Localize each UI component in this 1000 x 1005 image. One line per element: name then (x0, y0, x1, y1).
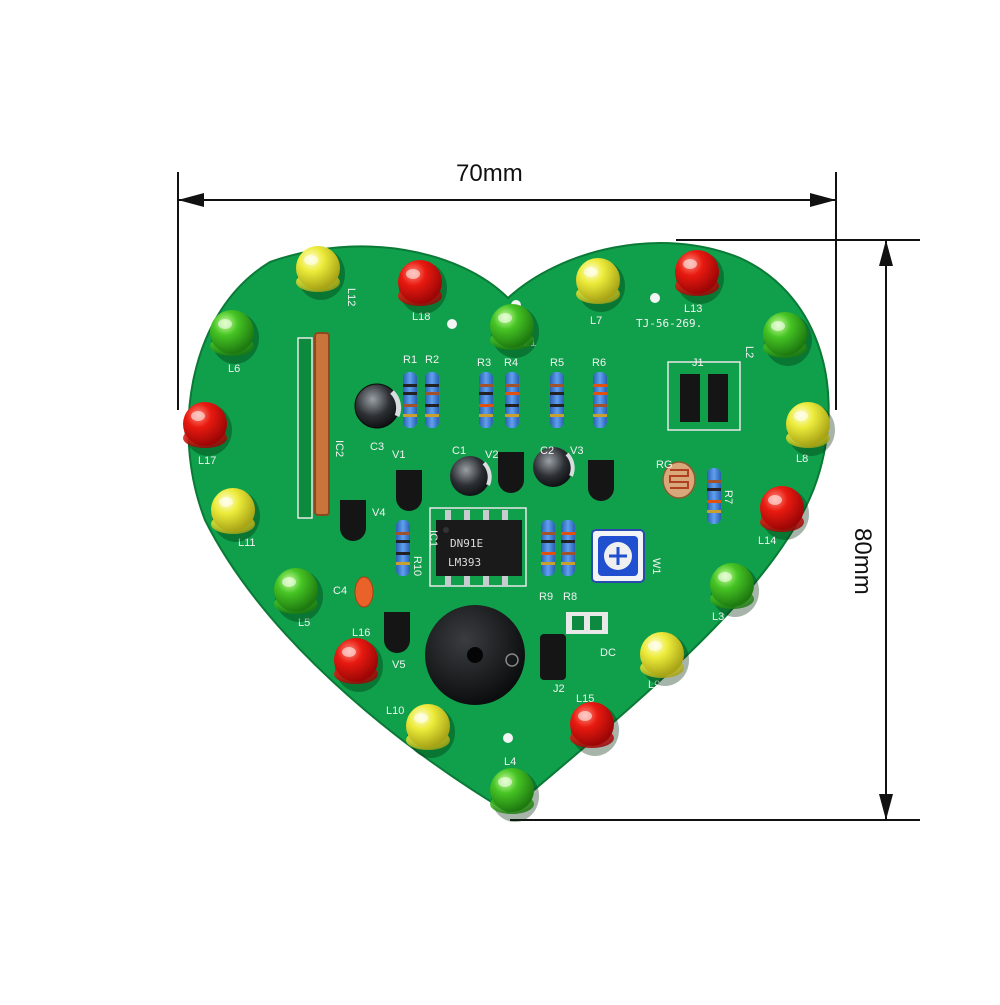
led-label: L7 (590, 315, 602, 327)
led-label: L15 (576, 693, 594, 705)
led-l9 (640, 632, 689, 686)
transistor-group (340, 452, 614, 680)
ic2-label: IC2 (333, 440, 345, 457)
led-l5 (274, 568, 323, 622)
led-l13 (675, 250, 724, 304)
led-l12 (296, 246, 345, 300)
label-v3: V3 (570, 445, 583, 457)
led-l11 (211, 488, 260, 542)
label-r1: R1 (403, 354, 417, 366)
led-label: L17 (198, 455, 216, 467)
label-v2: V2 (485, 449, 498, 461)
buzzer (425, 605, 525, 705)
dimension-lines (177, 172, 920, 821)
label-v4: V4 (372, 507, 385, 519)
label-r4: R4 (504, 357, 518, 369)
board-code: TJ-56-269. (636, 317, 702, 330)
led-label: L9 (648, 679, 660, 691)
led-label: L12 (345, 288, 357, 306)
label-r5: R5 (550, 357, 564, 369)
led-l16 (334, 638, 383, 692)
label-j1: J1 (692, 357, 704, 369)
dc-label: DC (600, 647, 616, 659)
label-r7: R7 (722, 490, 734, 504)
led-label: L18 (412, 311, 430, 323)
dimension-arrowheads (178, 193, 893, 820)
led-l1 (490, 304, 539, 358)
led-l14 (760, 486, 809, 540)
label-rg: RG (656, 459, 673, 471)
led-label: L6 (228, 363, 240, 375)
label-v1: V1 (392, 449, 405, 461)
led-label: L4 (504, 756, 516, 768)
led-label: L10 (386, 705, 404, 717)
label-r10: R10 (411, 556, 423, 576)
label-j2: J2 (553, 683, 565, 695)
j1-header (667, 361, 741, 431)
led-label: L14 (758, 535, 776, 547)
led-l7 (576, 258, 625, 312)
label-c2: C2 (540, 445, 554, 457)
label-r8: R8 (563, 591, 577, 603)
led-label: L13 (684, 303, 702, 315)
capacitor-group (354, 383, 575, 608)
led-l15 (570, 702, 619, 756)
resistor-group (396, 372, 721, 576)
width-dimension-label: 70mm (456, 160, 523, 187)
label-r3: R3 (477, 357, 491, 369)
label-r9: R9 (539, 591, 553, 603)
led-l8 (786, 402, 835, 456)
led-label: L16 (352, 627, 370, 639)
led-l6 (210, 310, 259, 364)
photoresistor-rg (662, 461, 696, 499)
label-c3: C3 (370, 441, 384, 453)
chip-model: LM393 (448, 556, 481, 569)
component-labels: R1 R2 R3 R4 R5 R6 R7 R8 R9 R10 V1 V2 V3 … (333, 354, 734, 695)
led-l10 (406, 704, 455, 758)
led-l17 (183, 402, 232, 456)
led-l2 (763, 312, 812, 366)
led-group: L12L18L1L7L13L6L2L17L8L11L14L5L3L16L9L10… (183, 246, 835, 822)
height-dimension-label: 80mm (849, 528, 876, 595)
label-c4: C4 (333, 585, 347, 597)
led-l18 (398, 260, 447, 314)
led-label: L5 (298, 617, 310, 629)
led-l4 (490, 768, 539, 822)
label-w1: W1 (650, 558, 662, 575)
chip-brand: DN91E (450, 537, 483, 550)
dc-pads: DC (566, 612, 616, 659)
label-r2: R2 (425, 354, 439, 366)
led-label: L8 (796, 453, 808, 465)
led-l3 (710, 563, 759, 617)
led-label: L11 (238, 537, 256, 549)
potentiometer-w1 (591, 529, 645, 583)
led-label: L3 (712, 611, 724, 623)
ic1-label: IC1 (427, 530, 439, 547)
mounting-holes (447, 293, 660, 743)
label-r6: R6 (592, 357, 606, 369)
led-label: L2 (743, 346, 755, 358)
label-c1: C1 (452, 445, 466, 457)
ic2-module: IC2 (297, 332, 345, 519)
label-v5: V5 (392, 659, 405, 671)
lm393-chip: DN91E LM393 (429, 507, 527, 587)
